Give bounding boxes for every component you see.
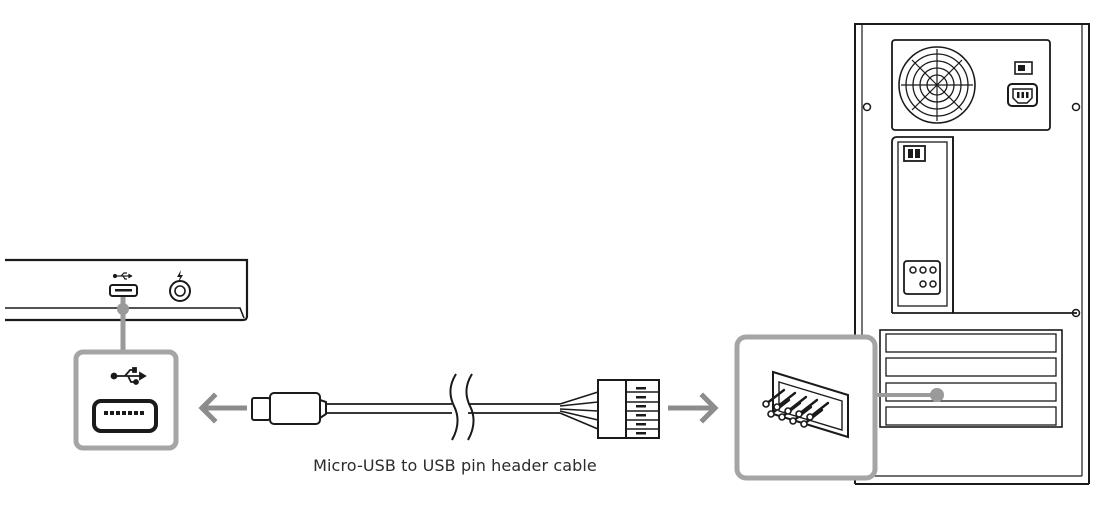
fan-icon — [898, 46, 976, 124]
power-switch — [1014, 61, 1033, 75]
cable-break-icon — [449, 373, 475, 441]
strain-relief — [319, 399, 327, 419]
io-panel — [891, 136, 1077, 314]
audio-ports — [903, 260, 941, 295]
usb-icon — [110, 367, 147, 385]
pin-header-callout — [734, 334, 944, 481]
expansion-slots — [879, 329, 1063, 428]
cable-caption: Micro-USB to USB pin header cable — [313, 456, 597, 475]
power-jack — [169, 280, 191, 302]
micro-usb-plug — [251, 397, 271, 421]
screw — [1071, 102, 1081, 112]
arrow-right-icon — [668, 392, 719, 424]
cable — [251, 373, 660, 441]
pin-header-connector — [597, 379, 627, 439]
device — [5, 258, 249, 322]
arrow-left-icon — [198, 392, 247, 424]
screw — [862, 102, 872, 112]
power-supply — [891, 39, 1051, 131]
usb-icon — [112, 272, 133, 280]
power-icon — [177, 270, 183, 283]
power-socket — [1007, 83, 1038, 107]
port-callout — [73, 297, 179, 451]
micro-usb-port — [109, 284, 138, 297]
pc-tower — [854, 23, 1090, 485]
io-ports-top — [903, 145, 926, 162]
plug-housing — [269, 392, 321, 425]
